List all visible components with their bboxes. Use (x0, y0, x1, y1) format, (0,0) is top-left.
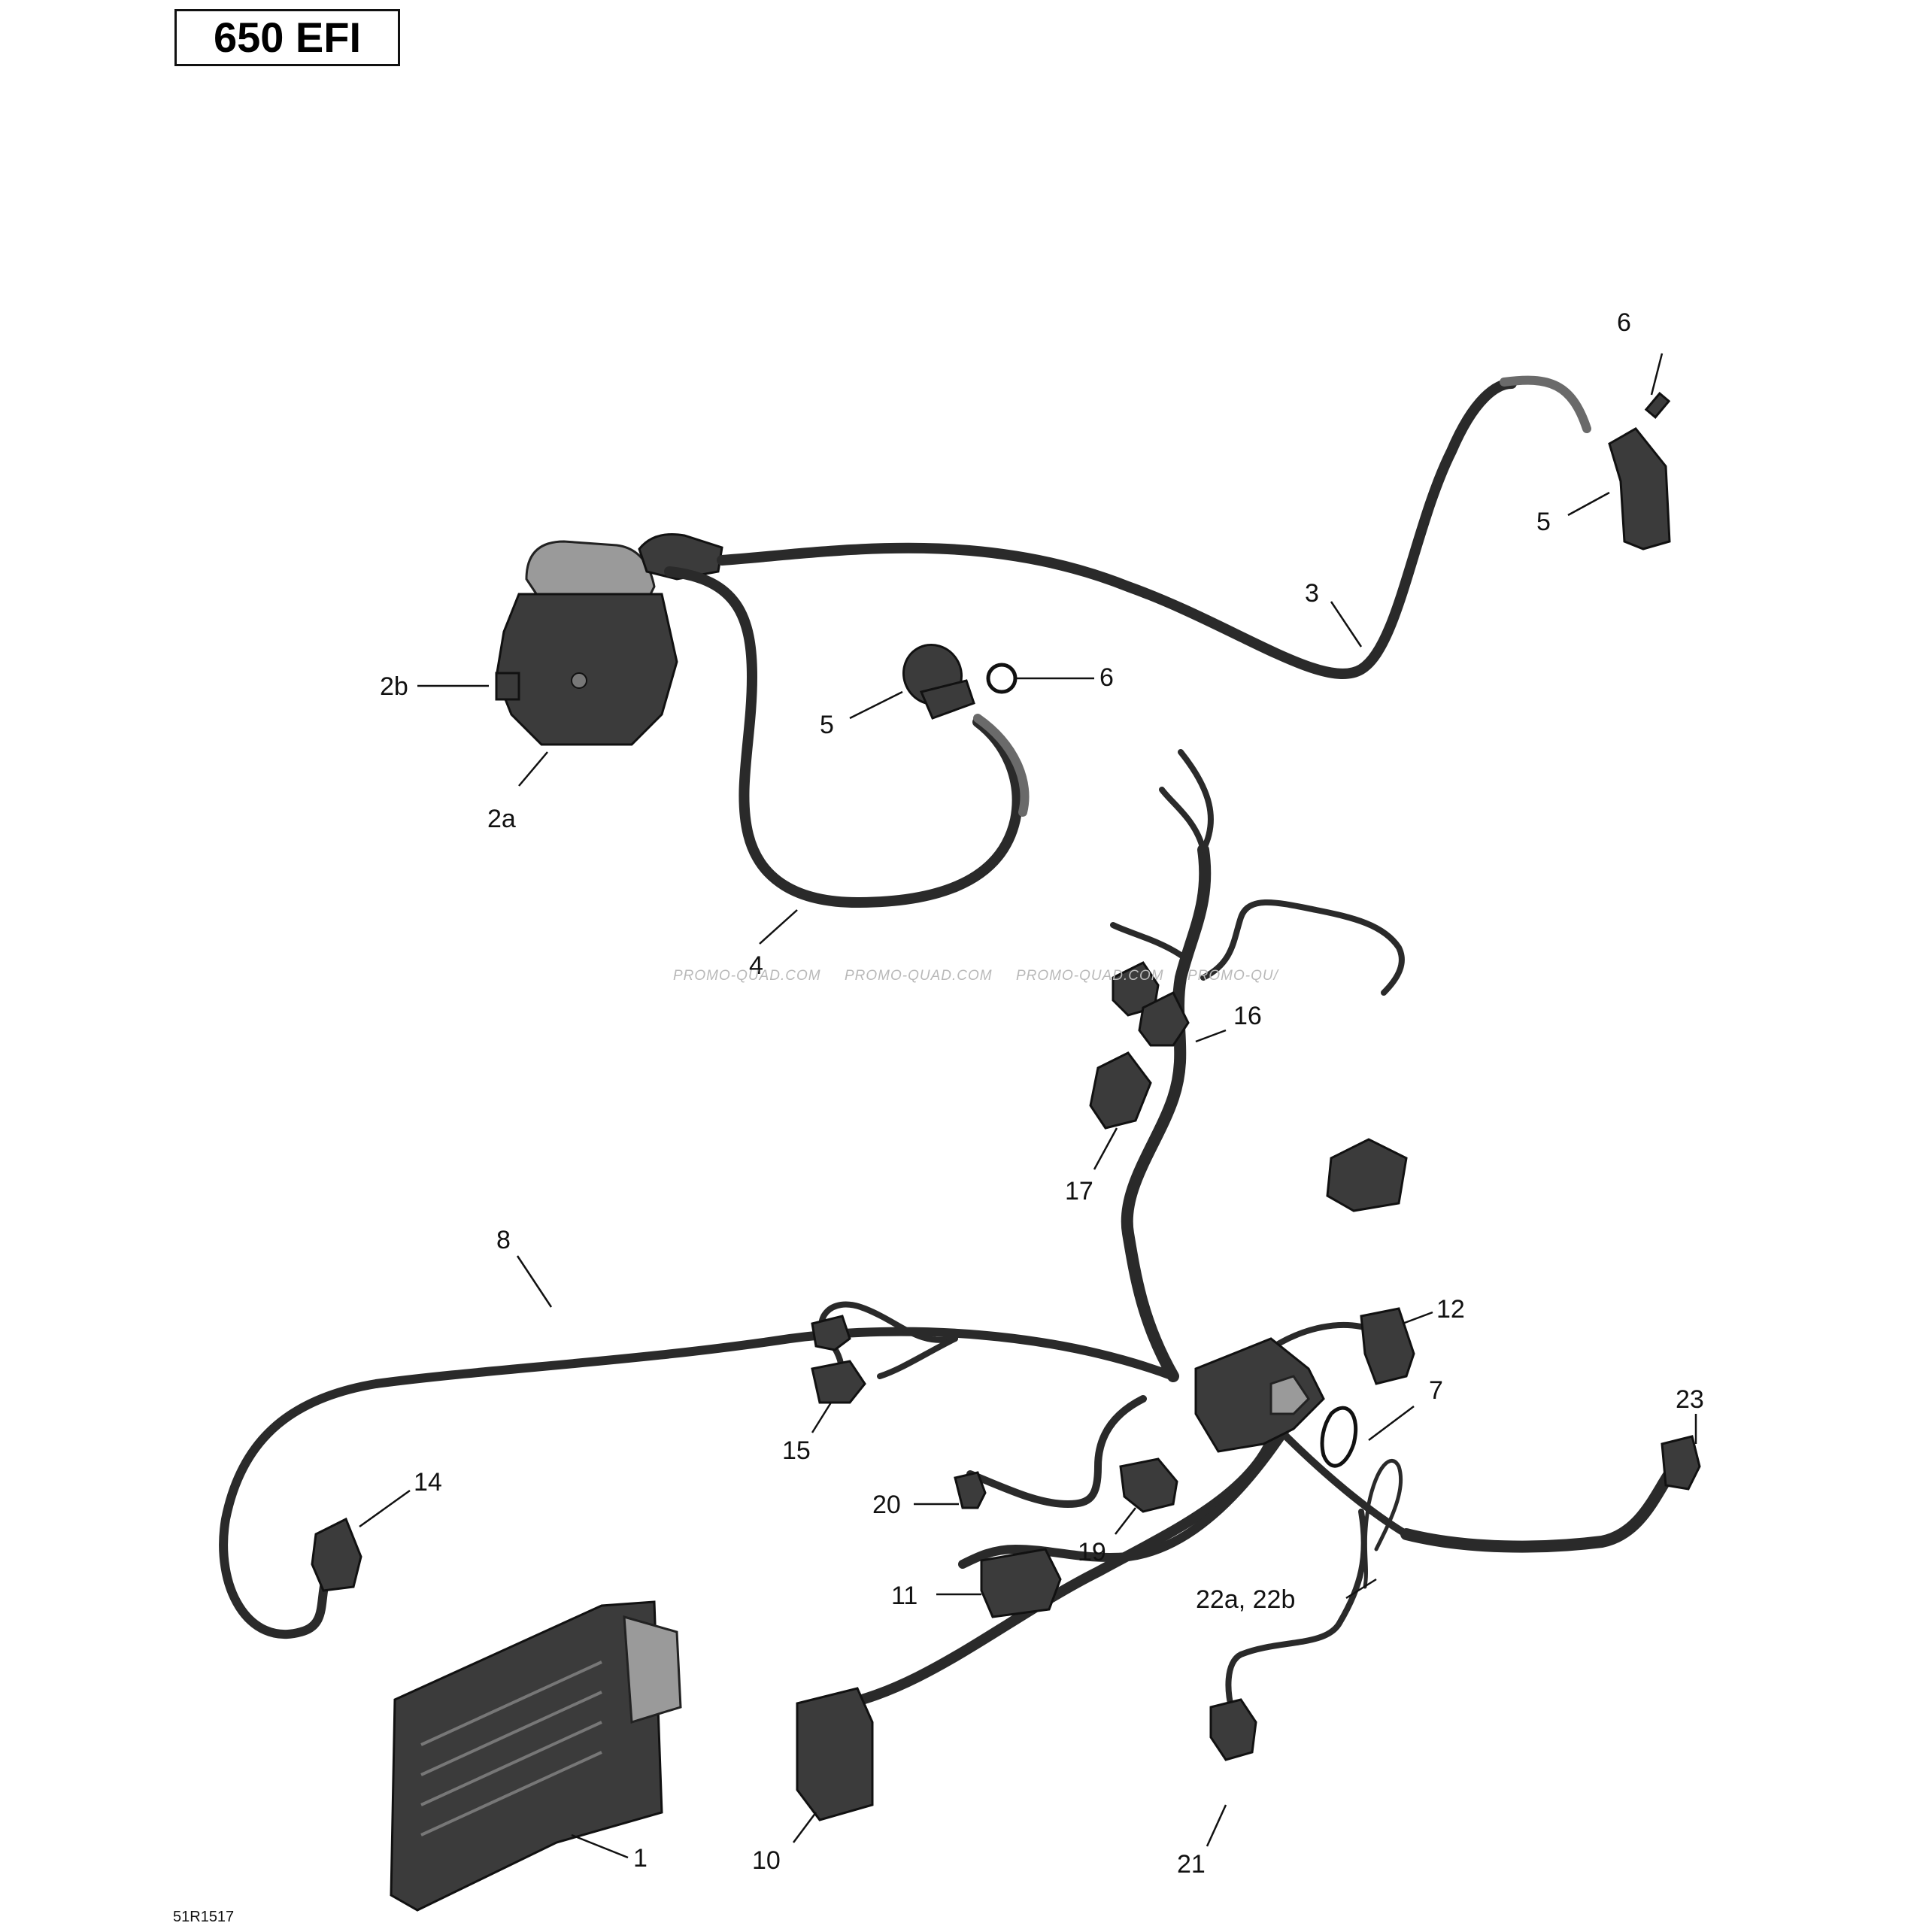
callout-16: 16 (1233, 1002, 1262, 1030)
callout-14: 14 (414, 1468, 442, 1497)
model-label: 650 EFI (213, 14, 362, 61)
spark-plug-cable-3 (717, 375, 1591, 679)
connector-16 (1112, 961, 1190, 1047)
watermark-text-2: PROMO-QUAD.COM (845, 968, 993, 984)
connector-23 (1661, 1435, 1701, 1491)
callout-2b: 2b (380, 672, 408, 701)
callout-5-mid: 5 (820, 711, 834, 739)
callout-1: 1 (633, 1844, 648, 1873)
callout-12: 12 (1436, 1295, 1465, 1324)
watermark-text-3: PROMO-QUAD.COM (1016, 968, 1164, 984)
callout-11: 11 (891, 1582, 917, 1610)
watermark-text-4: PROMO-QU/ (1187, 968, 1279, 984)
callout-6-mid: 6 (1099, 663, 1114, 692)
callout-19: 19 (1078, 1538, 1106, 1567)
callout-4: 4 (749, 951, 763, 980)
connector-10 (796, 1687, 874, 1821)
callout-2a: 2a (487, 805, 516, 833)
callout-7: 7 (1429, 1376, 1443, 1405)
callouts: 2b 2a 3 4 5 5 6 6 7 8 10 11 12 14 15 16 … (380, 308, 1704, 1879)
callout-8: 8 (496, 1226, 511, 1254)
spark-plug-cable-4 (664, 566, 1030, 908)
callout-10: 10 (752, 1846, 781, 1875)
model-label-box: 650 EFI (174, 9, 400, 66)
connector-11 (980, 1548, 1062, 1618)
figure-reference: 51R1517 (173, 1909, 235, 1925)
engine-control-module (390, 1600, 682, 1912)
connector-15 (811, 1315, 866, 1404)
callout-15: 15 (782, 1436, 811, 1465)
callout-23: 23 (1676, 1385, 1704, 1414)
ignition-coil (495, 532, 723, 746)
callout-5-top: 5 (1536, 508, 1551, 536)
connector-19 (1119, 1457, 1178, 1513)
spark-plug-cap-mid (902, 643, 975, 720)
callout-21: 21 (1177, 1850, 1206, 1879)
callout-6-top: 6 (1617, 308, 1631, 337)
connector-upper-right (1326, 1138, 1408, 1212)
clamp-top (1644, 392, 1671, 419)
connector-21 (1209, 1698, 1257, 1761)
leader-lines (359, 353, 1697, 1859)
connector-12 (1360, 1307, 1415, 1385)
connector-17 (1089, 1051, 1152, 1130)
clamp-mid (986, 663, 1018, 694)
connector-20 (954, 1471, 987, 1509)
engine-wiring-harness (219, 749, 1676, 1718)
watermark-text-1: PROMO-QUAD.COM (673, 968, 821, 984)
callout-20: 20 (872, 1491, 901, 1519)
connector-14 (311, 1517, 362, 1592)
callout-3: 3 (1305, 579, 1319, 608)
callout-22a-22b: 22a, 22b (1196, 1585, 1295, 1614)
callout-17: 17 (1065, 1177, 1093, 1206)
ground-strap-7 (1320, 1406, 1358, 1468)
watermark: PROMO-QUAD.COM PROMO-QUAD.COM PROMO-QUAD… (673, 968, 1279, 984)
ecm-connector-block (1194, 1337, 1325, 1453)
spark-plug-cap-top (1608, 427, 1671, 550)
